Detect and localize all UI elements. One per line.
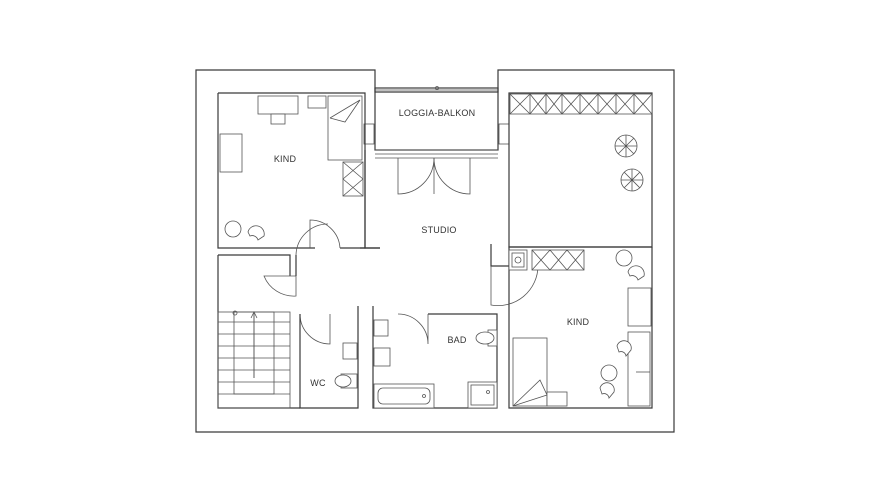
balcony-doors xyxy=(397,157,471,195)
loggia-balcony xyxy=(363,86,510,159)
room-bad xyxy=(357,306,498,409)
wardrobe-row xyxy=(509,93,653,115)
label-kind-top-left: KIND xyxy=(274,154,297,164)
room-wc xyxy=(299,314,359,409)
room-kind-top-left xyxy=(217,92,366,249)
label-kind-bottom-right: KIND xyxy=(567,317,590,327)
label-loggia: LOGGIA-BALKON xyxy=(399,108,476,118)
corridor-doors xyxy=(263,223,380,345)
room-labels: KIND LOGGIA-BALKON STUDIO KIND BAD WC xyxy=(274,108,590,388)
studio-furniture xyxy=(508,92,653,248)
staircase xyxy=(217,254,300,409)
outer-walls xyxy=(195,69,675,433)
label-studio: STUDIO xyxy=(421,225,456,235)
label-wc: WC xyxy=(310,378,326,388)
room-kind-bottom-right xyxy=(490,247,653,409)
label-bad: BAD xyxy=(447,335,466,345)
